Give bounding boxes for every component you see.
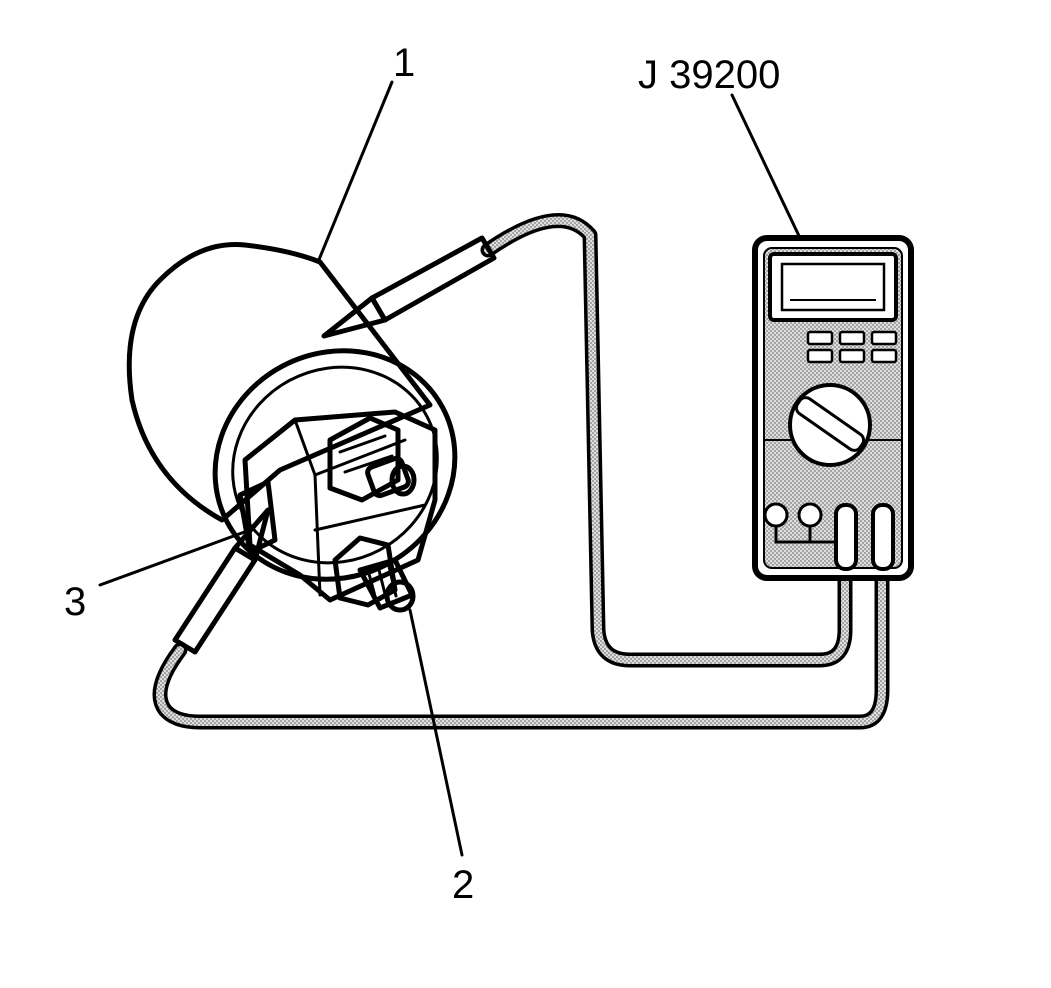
- callout-3-label: 3: [64, 580, 86, 624]
- meter-rotary-dial: [788, 383, 872, 467]
- solenoid-body: [126, 241, 433, 523]
- tool-number-label: J 39200: [638, 53, 780, 97]
- meter-buttons: [806, 330, 898, 364]
- upper-terminal-stud: [327, 415, 417, 503]
- meter-jacks: [763, 502, 845, 544]
- multimeter: [752, 235, 914, 581]
- callout-leaders: [98, 80, 802, 857]
- solenoid: [126, 241, 458, 613]
- meter-lead-plugs: [834, 503, 895, 571]
- callout-1-label: 1: [393, 41, 415, 85]
- lower-terminal-stud: [332, 535, 416, 613]
- upper-probe: [321, 235, 497, 339]
- terminal-block: [242, 409, 438, 603]
- callout-2-label: 2: [452, 863, 474, 907]
- lower-probe: [172, 507, 271, 655]
- test-leads: [152, 213, 890, 730]
